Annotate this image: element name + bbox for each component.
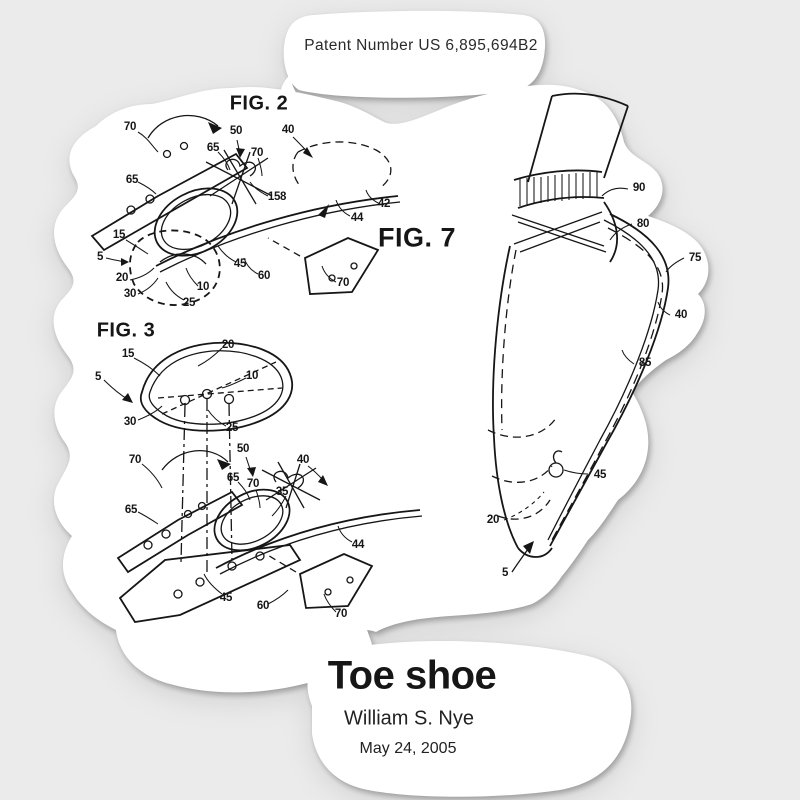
ref-label: 10: [196, 281, 210, 293]
ref-label: 60: [256, 600, 270, 612]
ref-label: 40: [674, 309, 688, 321]
ref-label: 44: [351, 539, 365, 551]
ref-label: 35: [275, 486, 289, 498]
ref-label: 90: [632, 182, 646, 194]
ref-label: 70: [128, 454, 142, 466]
ref-label: 30: [123, 288, 137, 300]
sticker-title-neck: [115, 600, 372, 693]
ref-label: 10: [245, 370, 259, 382]
ref-label: 45: [219, 592, 233, 604]
ref-label: 20: [221, 339, 235, 351]
patent-date: May 24, 2005: [359, 740, 457, 757]
fig7-drawing: [487, 92, 685, 573]
ref-label: 5: [94, 371, 102, 383]
ref-label: 65: [124, 504, 138, 516]
ref-label: 70: [246, 478, 260, 490]
ref-label: 70: [250, 147, 264, 159]
ref-label: 40: [296, 454, 310, 466]
ref-label: 5: [96, 251, 104, 263]
ref-label: 65: [226, 472, 240, 484]
ref-label: 50: [229, 125, 243, 137]
ref-label: 65: [206, 142, 220, 154]
ref-label: 75: [688, 252, 702, 264]
ref-label: 50: [236, 443, 250, 455]
ref-label: 60: [257, 270, 271, 282]
inventor-name: William S. Nye: [343, 707, 475, 730]
ref-label: 80: [636, 218, 650, 230]
ref-label: 44: [350, 212, 364, 224]
ref-label: 25: [225, 422, 239, 434]
ref-label: 25: [182, 297, 196, 309]
ref-label: 158: [267, 191, 287, 203]
ref-label: 70: [336, 277, 350, 289]
ref-label: 65: [125, 174, 139, 186]
fig3-heading: FIG. 3: [96, 319, 156, 342]
ref-label: 42: [377, 198, 391, 210]
sticker-title: Toe shoe: [327, 653, 497, 698]
ref-label: 5: [501, 567, 509, 579]
fig2-heading: FIG. 2: [229, 92, 289, 115]
ref-label: 70: [334, 608, 348, 620]
ref-label: 20: [486, 514, 500, 526]
ref-label: 20: [115, 272, 129, 284]
ref-label: 85: [638, 357, 652, 369]
ref-label: 40: [281, 124, 295, 136]
fig3-drawing: [103, 341, 423, 623]
patent-number-text: Patent Number US 6,895,694B2: [304, 37, 538, 54]
ref-label: 45: [233, 258, 247, 270]
ref-label: 15: [112, 229, 126, 241]
ref-label: 30: [123, 416, 137, 428]
ref-label: 70: [123, 121, 137, 133]
fig2-drawing: [90, 114, 401, 306]
ref-label: 45: [593, 469, 607, 481]
ref-label: 15: [121, 348, 135, 360]
sticker-tab-patent: [283, 10, 546, 98]
fig7-heading: FIG. 7: [377, 222, 457, 253]
sticker-title-blob: [307, 641, 632, 797]
